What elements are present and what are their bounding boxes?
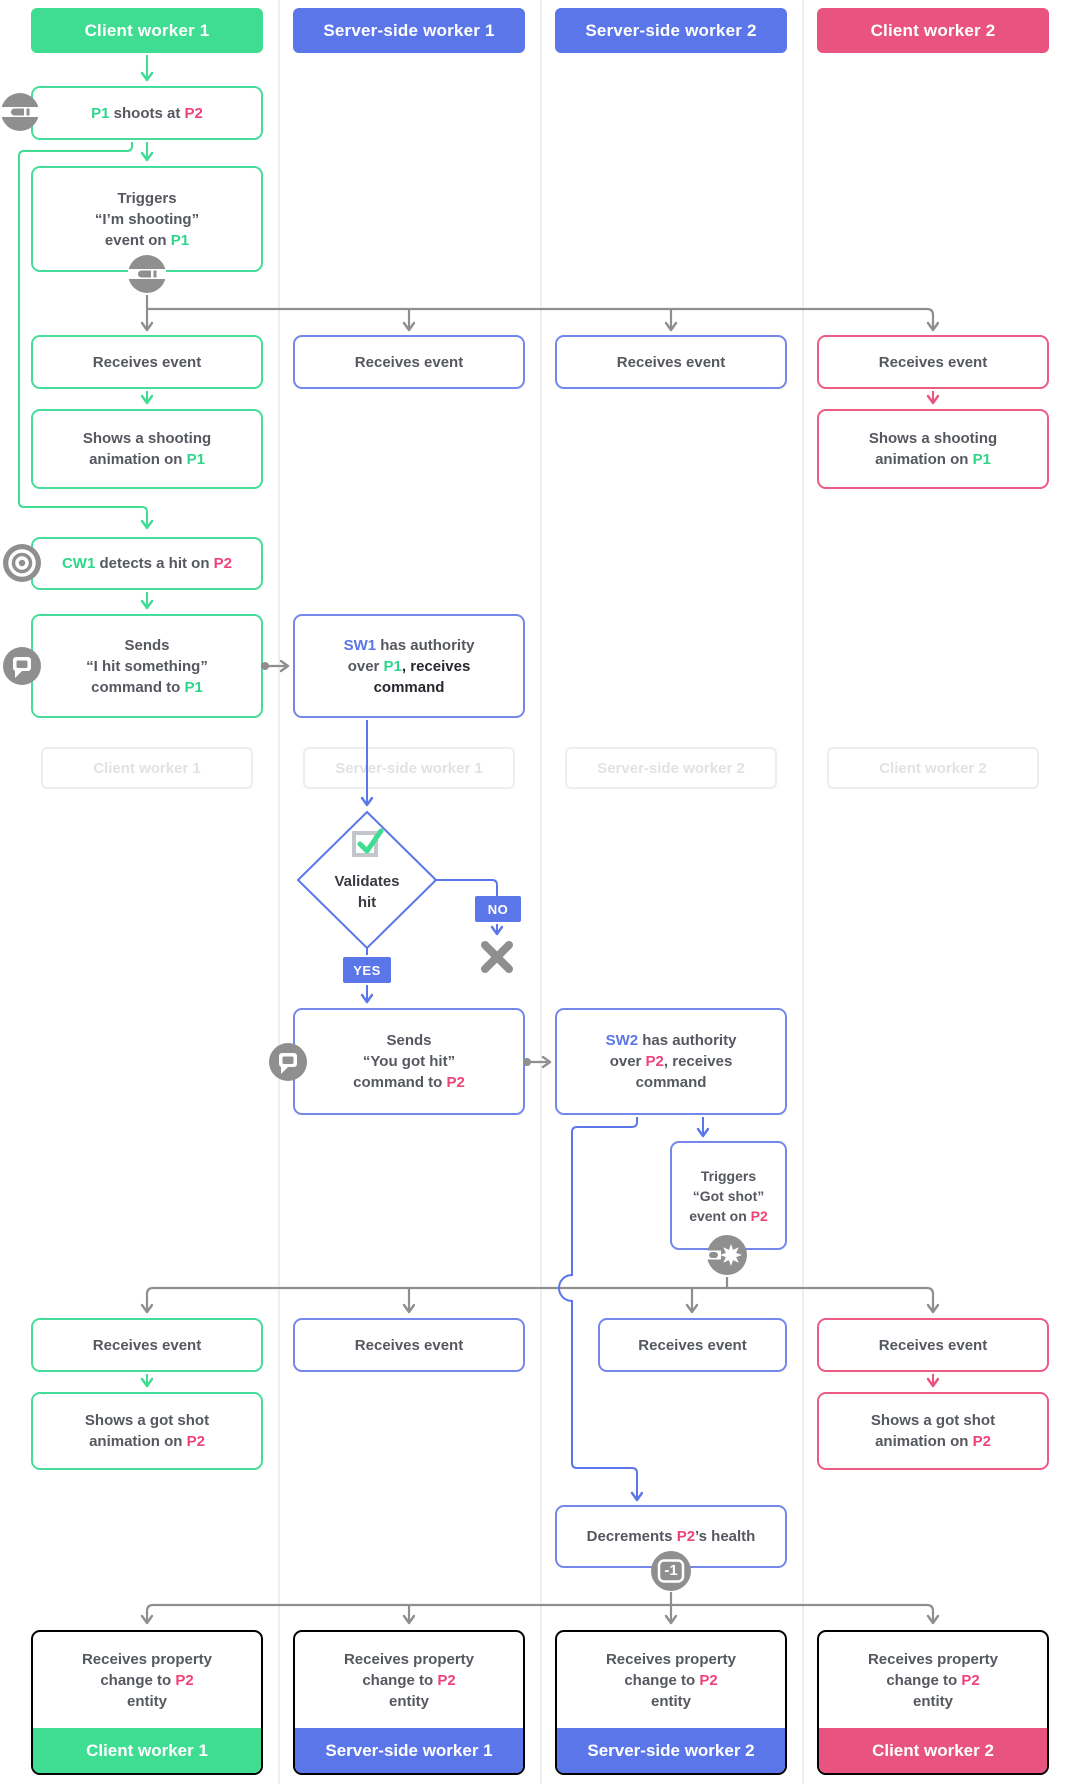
node-receives-event2-sw2: Receives event <box>598 1318 787 1372</box>
column-divider <box>802 0 804 1784</box>
node-receives-event-sw2: Receives event <box>555 335 787 389</box>
node-sends-i-hit-something: Sends“I hit something”command to P1 <box>31 614 263 718</box>
footer-label: Client worker 1 <box>86 1740 208 1760</box>
node-receives-event2-cw2: Receives event <box>817 1318 1049 1372</box>
no-badge: NO <box>475 896 521 922</box>
node-label: Receives event <box>878 353 988 371</box>
lane-header-label: Server-side worker 1 <box>323 20 495 40</box>
node-label: Receives event <box>878 1336 988 1354</box>
lane-header-label: Client worker 1 <box>84 20 210 40</box>
ghost-lane-label-cw2: Client worker 2 <box>827 747 1039 789</box>
node-receives-event2-cw1: Receives event <box>31 1318 263 1372</box>
node-decrements-health: Decrements P2’s health <box>555 1505 787 1568</box>
ghost-label: Client worker 2 <box>879 759 987 777</box>
footer-lane-label-cw1: Client worker 1 <box>33 1728 261 1773</box>
ghost-label: Server-side worker 2 <box>597 759 745 777</box>
ghost-label: Client worker 1 <box>93 759 201 777</box>
column-divider <box>540 0 542 1784</box>
node-sends-you-got-hit: Sends“You got hit”command to P2 <box>293 1008 525 1115</box>
node-receives-event-sw1: Receives event <box>293 335 525 389</box>
node-p1-shoots-at-p2: P1 shoots at P2 <box>31 86 263 140</box>
lane-header-label: Server-side worker 2 <box>585 20 757 40</box>
minus-one-label: -1 <box>659 1562 683 1579</box>
no-label: NO <box>487 901 509 917</box>
node-label: Receives event <box>638 1336 747 1354</box>
node-receives-event-cw2: Receives event <box>817 335 1049 389</box>
lane-header-client-worker-1: Client worker 1 <box>31 8 263 53</box>
footer-label: Server-side worker 2 <box>587 1740 755 1760</box>
column-divider <box>278 0 280 1784</box>
lane-header-label: Client worker 2 <box>870 20 996 40</box>
minus-one-text: -1 <box>664 1562 678 1579</box>
ghost-lane-label-cw1: Client worker 1 <box>41 747 253 789</box>
ghost-lane-label-sw1: Server-side worker 1 <box>303 747 515 789</box>
node-label: Receives event <box>354 1336 464 1354</box>
checkbox-icon <box>352 828 384 857</box>
ghost-lane-label-sw2: Server-side worker 2 <box>565 747 777 789</box>
footer-label: Server-side worker 1 <box>325 1740 493 1760</box>
footer-lane-label-sw2: Server-side worker 2 <box>557 1728 785 1773</box>
footer-lane-label-cw2: Client worker 2 <box>819 1728 1047 1773</box>
node-cw1-detects-hit: CW1 detects a hit on P2 <box>31 537 263 590</box>
node-label: Receives event <box>616 353 726 371</box>
footer-lane-label-sw1: Server-side worker 1 <box>295 1728 523 1773</box>
node-receives-event-cw1: Receives event <box>31 335 263 389</box>
cross-icon <box>481 941 513 973</box>
lane-header-server-worker-1: Server-side worker 1 <box>293 8 525 53</box>
yes-label: YES <box>353 962 381 978</box>
node-receives-event2-sw1: Receives event <box>293 1318 525 1372</box>
lane-header-server-worker-2: Server-side worker 2 <box>555 8 787 53</box>
node-label: Receives event <box>92 1336 202 1354</box>
ghost-label: Server-side worker 1 <box>335 759 483 777</box>
footer-label: Client worker 2 <box>872 1740 994 1760</box>
lane-header-client-worker-2: Client worker 2 <box>817 8 1049 53</box>
node-triggers-im-shooting: Triggers“I’m shooting”event on P1 <box>31 166 263 272</box>
node-label: Receives event <box>92 353 202 371</box>
yes-badge: YES <box>343 957 391 983</box>
node-triggers-got-shot: Triggers“Got shot”event on P2 <box>670 1141 787 1250</box>
node-label: Receives event <box>354 353 464 371</box>
